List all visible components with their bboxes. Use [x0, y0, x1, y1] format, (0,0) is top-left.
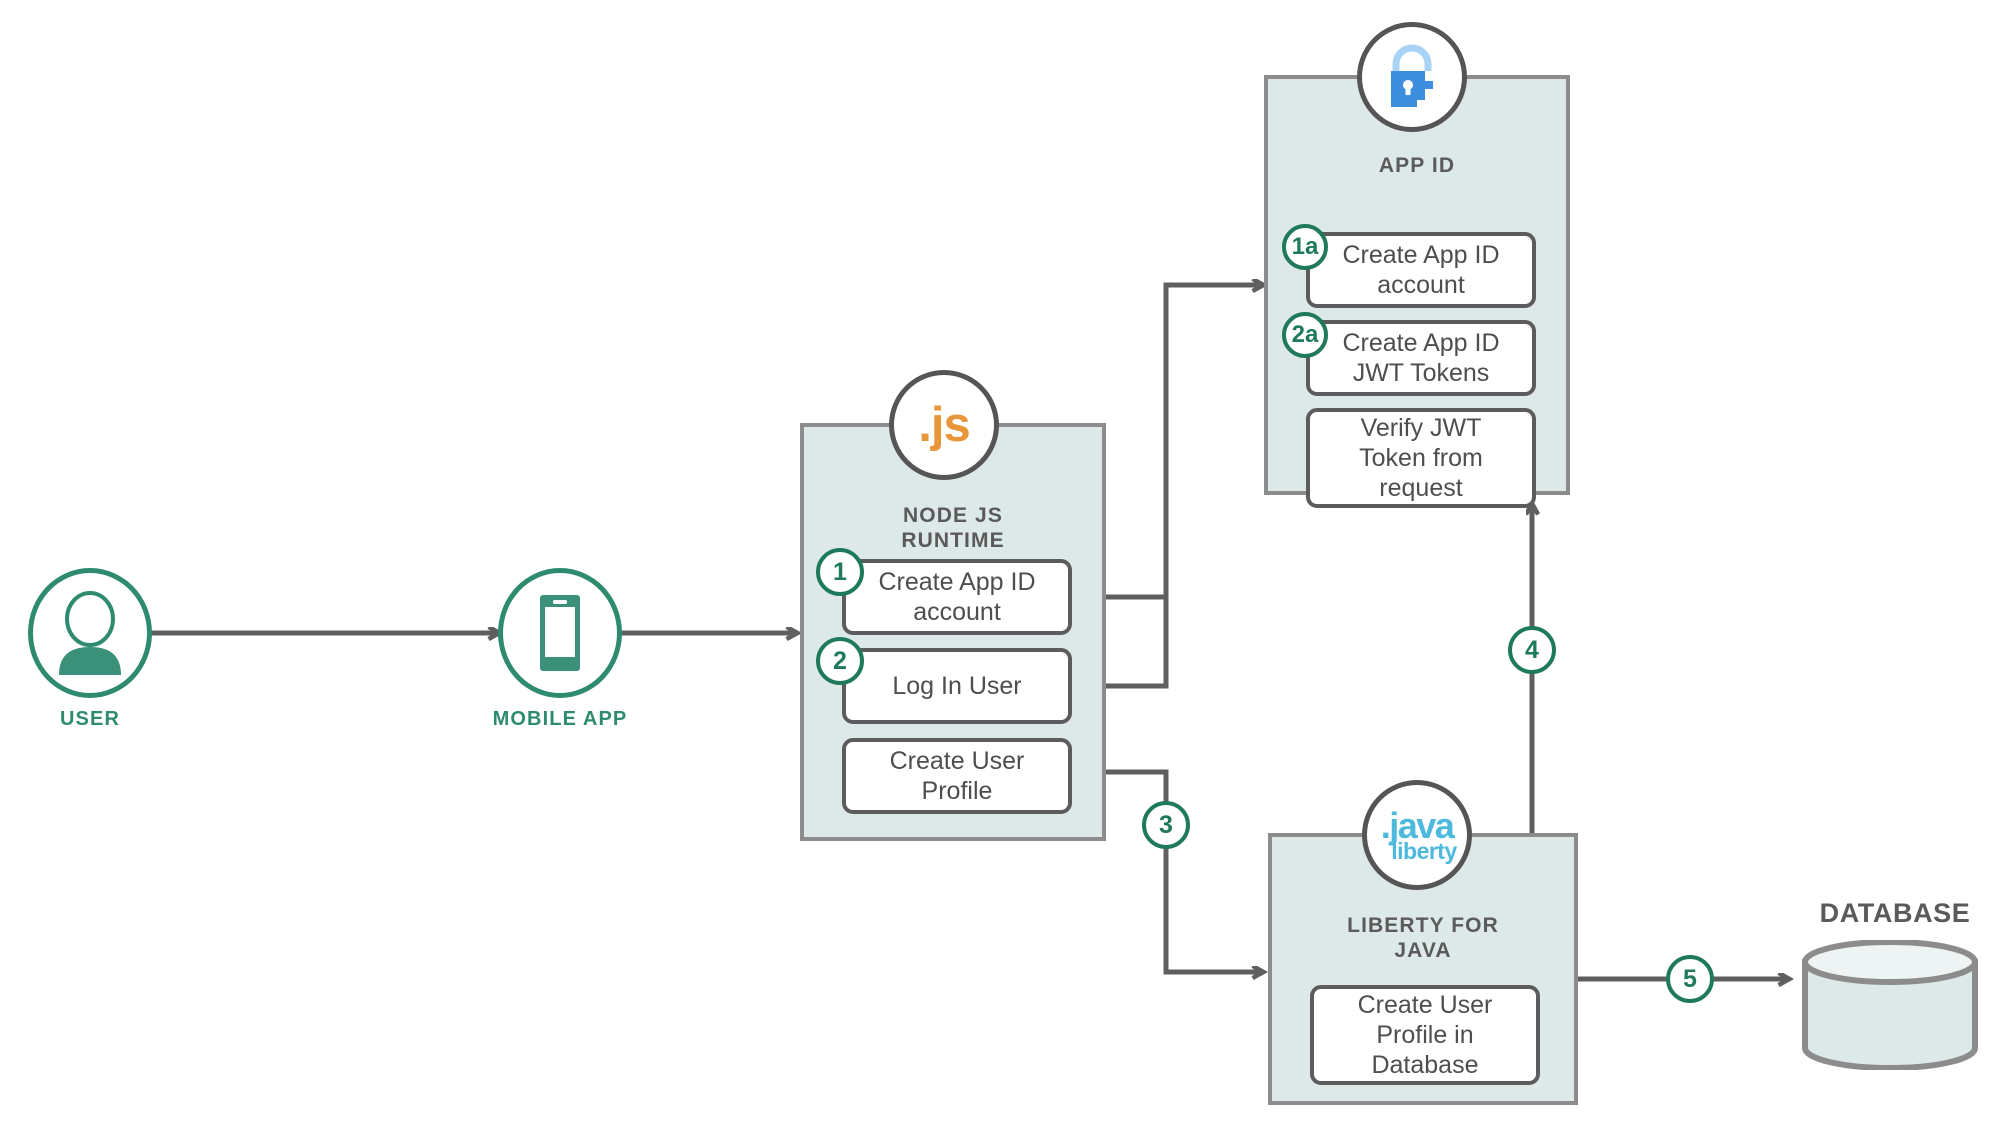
zone-nodejs-title-line2: RUNTIME [901, 529, 1005, 552]
action-line: account [913, 598, 1001, 626]
action-line: Create App ID [1342, 241, 1500, 269]
zone-liberty-title-line2: JAVA [1394, 939, 1452, 962]
liberty-logo-badge: .java liberty [1362, 780, 1472, 890]
step-badge-1a: 1a [1282, 224, 1328, 270]
padlock-face-icon [1391, 44, 1433, 107]
action-nodejs-create-user-profile[interactable]: Create User Profile [842, 738, 1072, 814]
step-badge-2a: 2a [1282, 312, 1328, 358]
zone-liberty-title: LIBERTY FOR JAVA [1272, 913, 1574, 963]
step-badge-2: 2 [816, 637, 864, 685]
action-line: Profile [921, 777, 993, 805]
zone-nodejs-title-line1: NODE JS [903, 504, 1003, 527]
user-ring [28, 568, 152, 698]
action-line: Database [1371, 1051, 1479, 1079]
step-badge-4: 4 [1508, 626, 1556, 674]
mobile-ring [498, 568, 622, 698]
step-badge-1: 1 [816, 548, 864, 596]
action-line: Log In User [892, 672, 1022, 700]
actor-mobile-label: MOBILE APP [492, 708, 628, 730]
action-line: Create User [889, 747, 1025, 775]
appid-logo-badge [1357, 22, 1467, 132]
action-line: Profile in [1376, 1021, 1474, 1049]
step-badge-3: 3 [1142, 801, 1190, 849]
java-liberty-icon: .java [1380, 804, 1455, 846]
action-nodejs-log-in-user[interactable]: Log In User [842, 648, 1072, 724]
action-nodejs-create-app-id-account[interactable]: Create App ID account [842, 559, 1072, 635]
step-badge-5: 5 [1666, 955, 1714, 1003]
java-liberty-subtext: liberty [1391, 837, 1457, 864]
nodejs-logo-badge: .js [889, 370, 999, 480]
action-line: account [1377, 271, 1465, 299]
zone-liberty-title-line1: LIBERTY FOR [1347, 914, 1499, 937]
action-line: JWT Tokens [1352, 359, 1490, 387]
action-line: Create App ID [1342, 329, 1500, 357]
action-liberty-create-user-profile-in-database[interactable]: Create User Profile in Database [1310, 985, 1540, 1085]
database-label: DATABASE [1819, 898, 1971, 928]
action-appid-verify-jwt-token[interactable]: Verify JWT Token from request [1306, 408, 1536, 508]
zone-appid-title: APP ID [1268, 153, 1566, 178]
database-cylinder-icon [1802, 939, 1978, 1071]
zone-appid-title-line1: APP ID [1378, 154, 1456, 177]
actor-user[interactable]: USER [28, 568, 152, 730]
zone-nodejs-title: NODE JS RUNTIME [804, 503, 1102, 553]
action-appid-create-jwt-tokens[interactable]: Create App ID JWT Tokens [1306, 320, 1536, 396]
action-line: Token from [1359, 444, 1483, 472]
action-line: Create User [1357, 991, 1493, 1019]
actor-user-label: USER [60, 708, 120, 730]
user-avatar-icon [59, 591, 121, 675]
database-node[interactable] [1800, 939, 1980, 1071]
action-line: Create App ID [878, 568, 1036, 596]
action-appid-create-app-id-account[interactable]: Create App ID account [1306, 232, 1536, 308]
action-line: Verify JWT [1360, 414, 1482, 442]
action-line: request [1379, 474, 1463, 502]
nodejs-dotjs-icon: .js [918, 398, 970, 452]
actor-mobile-app[interactable]: MOBILE APP [493, 568, 626, 730]
mobile-phone-icon [540, 595, 580, 671]
